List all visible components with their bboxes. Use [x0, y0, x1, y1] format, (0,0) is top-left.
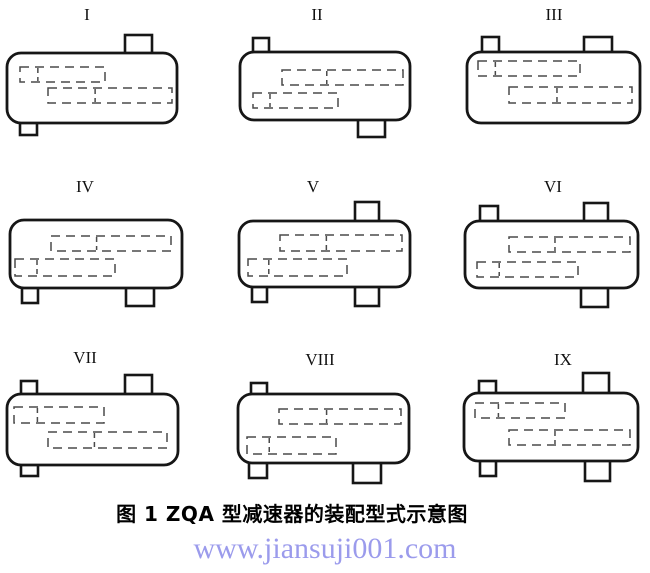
gearbox-body — [465, 50, 642, 125]
figure-label: VIII — [305, 350, 335, 369]
figure-label: II — [311, 5, 323, 24]
figure-caption-text: 图 1 ZQA 型减速器的装配型式示意图 — [116, 502, 468, 526]
gearbox-body — [236, 392, 411, 465]
shaft-gear-outline — [474, 402, 566, 419]
figure-label: I — [84, 5, 90, 24]
figure-label: VI — [544, 177, 562, 196]
gearbox-body — [238, 50, 412, 122]
gearbox-body — [463, 219, 640, 290]
reducer-figure-IX: IX — [462, 350, 640, 483]
shaft-gear-outline — [477, 60, 581, 77]
reducer-figure-II: II — [238, 5, 412, 139]
shaft-gear-outline — [279, 234, 403, 252]
shaft-gear-outline — [247, 258, 348, 277]
figure-label: V — [307, 177, 320, 196]
gearbox-body — [237, 219, 412, 289]
reducer-figure-I: I — [5, 5, 179, 137]
figure-label: IX — [554, 350, 572, 369]
shaft-gear-outline — [19, 66, 106, 83]
shaft-gear-outline — [508, 429, 631, 446]
shaft-gear-outline — [508, 86, 633, 104]
reducer-figure-VII: VII — [5, 348, 180, 478]
figure-caption: 图 1 ZQA 型减速器的装配型式示意图 — [0, 500, 584, 528]
gearbox-body — [462, 391, 640, 463]
shaft-gear-outline — [13, 406, 105, 424]
shaft-gear-outline — [476, 261, 579, 278]
shaft-gear-outline — [47, 431, 168, 449]
reducer-figure-VI: VI — [463, 177, 640, 309]
shaft-gear-outline — [281, 69, 404, 86]
gearbox-body — [5, 51, 179, 125]
shaft-gear-outline — [278, 408, 402, 425]
reducer-figure-III: III — [465, 5, 642, 125]
shaft-gear-outline — [47, 87, 173, 104]
gearbox-body — [8, 218, 184, 290]
figure-label: III — [546, 5, 563, 24]
reducer-figure-VIII: VIII — [236, 350, 411, 485]
figure-label: VII — [73, 348, 97, 367]
reducer-figure-V: V — [237, 177, 412, 308]
shaft-gear-outline — [252, 92, 339, 109]
figure-label: IV — [76, 177, 95, 196]
watermark-url-text: www.jiansuji001.com — [193, 532, 457, 565]
reducer-figure-IV: IV — [8, 177, 184, 308]
gearbox-body — [5, 392, 180, 467]
shaft-gear-outline — [246, 436, 337, 455]
watermark: www.jiansuji001.com — [0, 530, 650, 568]
shaft-gear-outline — [508, 236, 631, 253]
shaft-gear-outline — [14, 258, 116, 277]
shaft-gear-outline — [50, 235, 172, 252]
